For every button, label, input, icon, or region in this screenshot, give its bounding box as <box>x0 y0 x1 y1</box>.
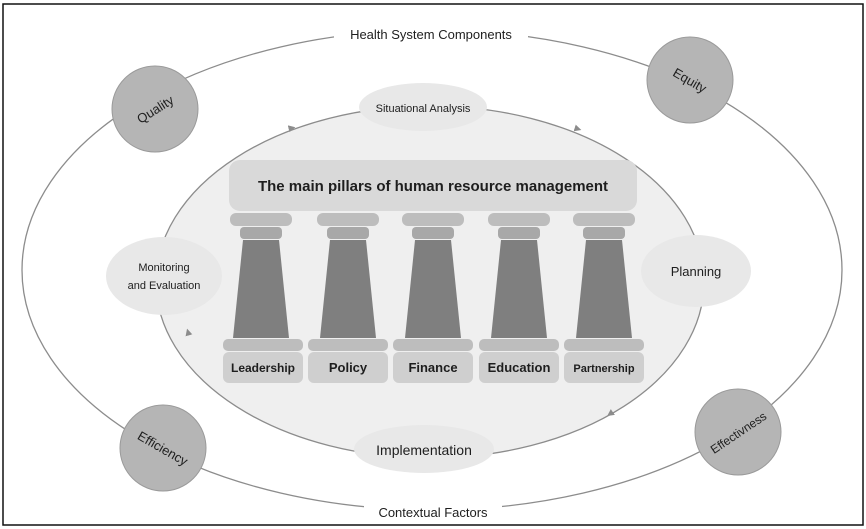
pillar-finance: Finance <box>393 213 473 383</box>
pillar-label-policy: Policy <box>329 360 368 375</box>
svg-text:and Evaluation: and Evaluation <box>128 280 201 292</box>
quality-circle: Quality <box>111 65 199 153</box>
pillar-label-finance: Finance <box>408 360 457 375</box>
pillar-label-leadership: Leadership <box>231 361 295 375</box>
planning-blob: Planning <box>641 235 751 307</box>
top-outer-label-bg <box>334 24 528 44</box>
svg-text:Planning: Planning <box>671 264 722 279</box>
pillar-label-education: Education <box>488 360 551 375</box>
pillars-banner: The main pillars of human resource manag… <box>229 160 637 211</box>
svg-text:Situational Analysis: Situational Analysis <box>376 103 471 115</box>
pillar-partnership: Partnership <box>564 213 644 383</box>
pillar-label-partnership: Partnership <box>573 363 634 375</box>
bottom-outer-label-bg <box>364 502 502 522</box>
svg-text:The main pillars of human reso: The main pillars of human resource manag… <box>258 178 608 195</box>
pillar-leadership: Leadership <box>223 213 303 383</box>
effectiveness-circle: Effectivness <box>694 388 782 476</box>
outer-label-top: Health System Components <box>350 27 512 42</box>
outer-label-bottom: Contextual Factors <box>378 505 488 520</box>
svg-text:Monitoring: Monitoring <box>138 262 189 274</box>
situational-analysis-blob: Situational Analysis <box>359 83 487 131</box>
pillar-policy: Policy <box>308 213 388 383</box>
pillar-education: Education <box>479 213 559 383</box>
efficiency-circle: Efficiency <box>119 404 207 492</box>
implementation-blob: Implementation <box>354 425 494 473</box>
monitoring-evaluation-blob: Monitoring and Evaluation <box>106 237 222 315</box>
svg-text:Implementation: Implementation <box>376 442 472 458</box>
equity-circle: Equity <box>646 36 734 124</box>
